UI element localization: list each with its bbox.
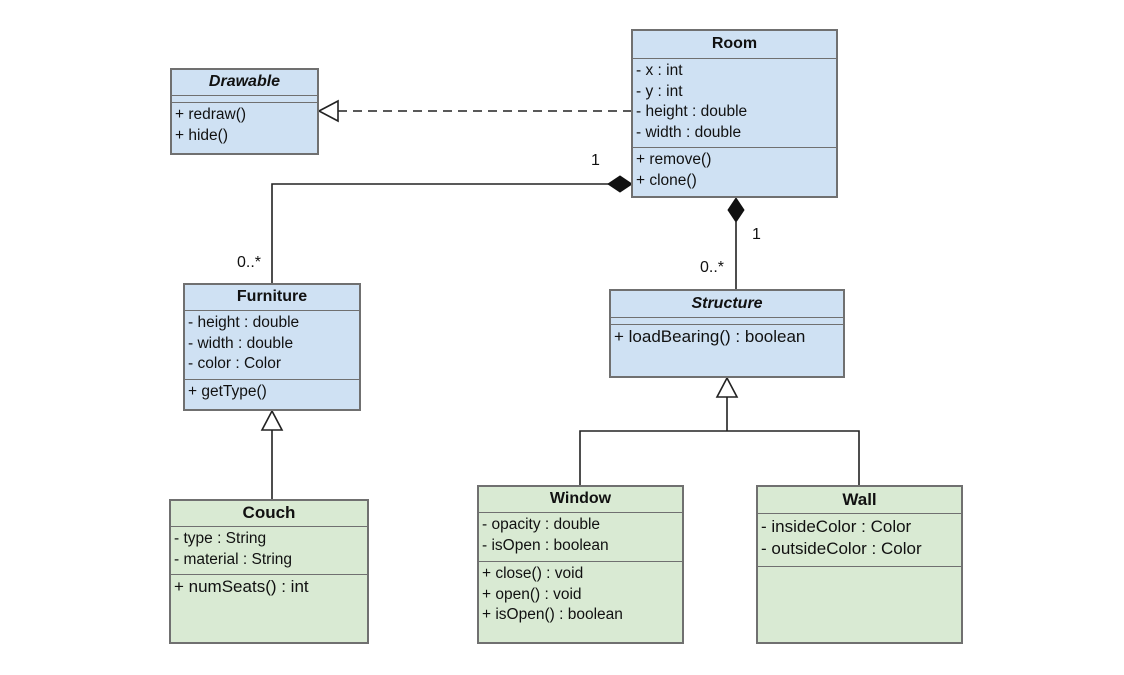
generalization-arrowhead-structure [715,376,739,398]
operation: + loadBearing() : boolean [614,327,806,346]
attribute: - width : double [636,123,742,141]
class-window[interactable]: Window - opacity : double - isOpen : boo… [477,485,684,644]
operation: + remove() [636,151,712,168]
class-wall[interactable]: Wall - insideColor : Color - outsideColo… [756,485,963,644]
attributes-compartment: - x : int - y : int - height : double - … [633,59,836,147]
composition-diamond-structure [727,197,745,223]
class-couch[interactable]: Couch - type : String - material : Strin… [169,499,369,644]
multiplicity-room-structure-room-end: 1 [752,226,761,243]
attribute: - opacity : double [482,516,601,533]
operation: + close() : void [482,565,584,582]
operation: + redraw() [175,106,247,123]
composition-room-furniture [271,183,609,284]
attribute: - height : double [188,314,300,331]
operations-compartment: + getType() [185,379,359,405]
composition-diamond-furniture [607,175,633,193]
class-structure[interactable]: Structure + loadBearing() : boolean [609,289,845,378]
attribute: - x : int [636,62,683,79]
class-name: Furniture [185,285,359,311]
class-name: Room [633,31,836,59]
attribute: - isOpen : boolean [482,536,609,554]
attribute: - type : String [174,530,267,547]
attribute: - insideColor : Color [761,517,912,536]
class-name: Structure [611,291,843,318]
operations-compartment: + close() : void + open() : void + isOpe… [479,561,682,628]
multiplicity-room-furniture-room-end: 1 [591,152,600,169]
operation: + numSeats() : int [174,577,309,596]
operations-compartment: + numSeats() : int [171,574,367,600]
generalization-arrowhead-furniture [260,409,284,431]
multiplicity-room-structure-structure-end: 0..* [700,259,725,276]
class-drawable[interactable]: Drawable + redraw() + hide() [170,68,319,155]
operation: + open() : void [482,585,582,603]
operation: + isOpen() : boolean [482,606,623,623]
attributes-compartment: - type : String - material : String [171,527,367,574]
attribute: - material : String [174,550,293,568]
operations-compartment: + remove() + clone() [633,147,836,193]
attributes-compartment: - insideColor : Color - outsideColor : C… [758,514,961,566]
class-name: Couch [171,501,367,527]
attributes-compartment: - opacity : double - isOpen : boolean [479,513,682,561]
operations-compartment: + redraw() + hide() [172,102,317,148]
operation: + hide() [175,126,228,144]
generalization-window-structure [579,430,860,486]
multiplicity-room-furniture-furniture-end: 0..* [237,254,262,271]
class-name: Drawable [172,70,317,96]
attribute: - height : double [636,103,748,120]
attribute: - color : Color [188,355,282,372]
operation: + getType() [188,383,267,400]
attribute: - width : double [188,334,294,352]
attribute: - y : int [636,82,683,100]
class-name: Window [479,487,682,513]
attributes-compartment: - height : double - width : double - col… [185,311,359,379]
realization-arrowhead [317,99,339,123]
operations-compartment: + loadBearing() : boolean [611,324,843,350]
attribute: - outsideColor : Color [761,539,922,558]
operation: + clone() [636,171,697,189]
class-room[interactable]: Room - x : int - y : int - height : doub… [631,29,838,198]
class-furniture[interactable]: Furniture - height : double - width : do… [183,283,361,411]
class-name: Wall [758,487,961,514]
operations-compartment [758,566,961,571]
